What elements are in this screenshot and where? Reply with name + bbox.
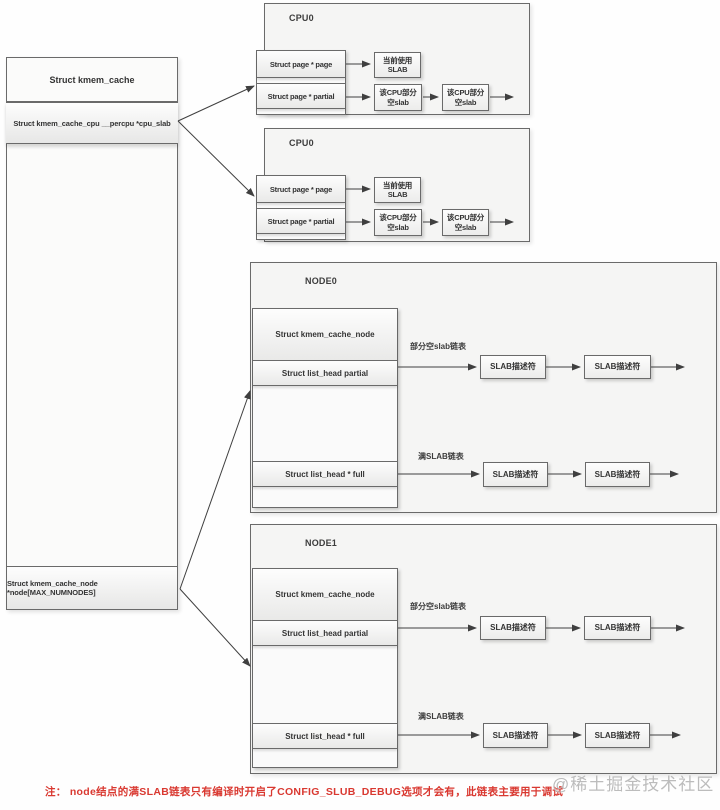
cpu-partial-slab-box-2: 该CPU部分 空slab [442,84,489,111]
partial-field: Struct page * partial [257,84,345,109]
current-slab-line1: 当前使用 [382,55,413,65]
current-slab-line2: SLAB [387,65,408,74]
cpu-slab-field: Struct kmem_cache_cpu __percpu *cpu_slab [6,102,178,144]
spacer-row [257,78,345,84]
full-chain-label: 满SLAB链表 [418,452,464,461]
partial-chain-label: 部分空slab链表 [410,602,467,611]
kmem-cache-title: Struct kmem_cache [7,58,177,102]
slab-descriptor-box: SLAB描述符 [584,616,651,640]
kmem-cache-empty-area [7,144,177,566]
list-full-field: Struct list_head * full [253,462,397,487]
arrow [177,85,255,122]
list-partial-field: Struct list_head partial [253,361,397,386]
page-field: Struct page * page [257,51,345,78]
cpu-partial-line1: 该CPU部分 [446,213,485,223]
full-chain-label: 满SLAB链表 [418,712,464,721]
current-slab-box: 当前使用 SLAB [374,52,421,78]
cpu-partial-line2: 空slab [387,97,409,107]
arrow [179,588,251,667]
slab-descriptor-box: SLAB描述符 [480,355,546,379]
current-slab-line2: SLAB [387,190,408,199]
kmem-cache-box: Struct kmem_cache Struct kmem_cache_cpu … [6,57,178,610]
slab-descriptor-text: SLAB描述符 [492,730,539,740]
list-partial-field: Struct list_head partial [253,621,397,646]
cache-node-field: Struct kmem_cache_node [253,569,397,621]
spacer-row [257,203,345,209]
spacer-row [253,749,397,767]
slab-descriptor-box: SLAB描述符 [584,355,651,379]
slab-descriptor-text: SLAB描述符 [490,362,536,371]
page-field: Struct page * page [257,176,345,203]
slab-descriptor-box: SLAB描述符 [480,616,546,640]
slab-descriptor-text: SLAB描述符 [594,730,641,740]
cache-node-field: Struct kmem_cache_node [253,309,397,361]
slab-descriptor-box: SLAB描述符 [585,462,650,487]
partial-field: Struct page * partial [257,209,345,234]
cpu-table-2: Struct page * page Struct page * partial [256,175,346,240]
cpu-partial-line1: 该CPU部分 [379,88,417,98]
list-full-field: Struct list_head * full [253,724,397,749]
current-slab-line1: 当前使用 [382,180,413,190]
slab-descriptor-text: SLAB描述符 [594,623,641,632]
node-table-0: Struct kmem_cache_node Struct list_head … [252,308,398,508]
slab-descriptor-text: SLAB描述符 [594,362,641,371]
cpu-partial-slab-box-1: 该CPU部分 空slab [374,209,422,236]
slab-descriptor-text: SLAB描述符 [490,623,536,632]
slab-descriptor-box: SLAB描述符 [585,723,650,748]
slab-descriptor-text: SLAB描述符 [594,469,641,479]
spacer-row [253,386,397,462]
watermark: @稀土掘金技术社区 [552,775,715,794]
cpu-label-2: CPU0 [289,138,314,148]
cpu-partial-slab-box-2: 该CPU部分 空slab [442,209,489,236]
cpu-partial-slab-box-1: 该CPU部分 空slab [374,84,422,111]
spacer-row [253,646,397,724]
spacer-row [253,487,397,507]
spacer-row [257,234,345,239]
slab-descriptor-box: SLAB描述符 [483,462,548,487]
cpu-partial-line2: 空slab [454,97,477,107]
current-slab-box: 当前使用 SLAB [374,177,421,203]
spacer-row [257,109,345,114]
node-table-1: Struct kmem_cache_node Struct list_head … [252,568,398,768]
slab-descriptor-text: SLAB描述符 [492,469,539,479]
node-label-1: NODE1 [305,538,338,548]
node-array-field: Struct kmem_cache_node *node[MAX_NUMNODE… [7,566,177,609]
arrow [177,120,255,197]
cpu-partial-line2: 空slab [387,222,409,232]
cpu-table-1: Struct page * page Struct page * partial [256,50,346,115]
cpu-partial-line2: 空slab [454,222,477,232]
slab-descriptor-box: SLAB描述符 [483,723,548,748]
partial-chain-label: 部分空slab链表 [410,342,467,351]
cpu-partial-line1: 该CPU部分 [379,213,417,223]
debug-note: 注： node结点的满SLAB链表只有编译时开启了CONFIG_SLUB_DEB… [45,786,564,798]
node-label-0: NODE0 [305,276,338,286]
cpu-label-1: CPU0 [289,13,314,23]
cpu-partial-line1: 该CPU部分 [446,88,485,98]
arrow [179,390,251,590]
